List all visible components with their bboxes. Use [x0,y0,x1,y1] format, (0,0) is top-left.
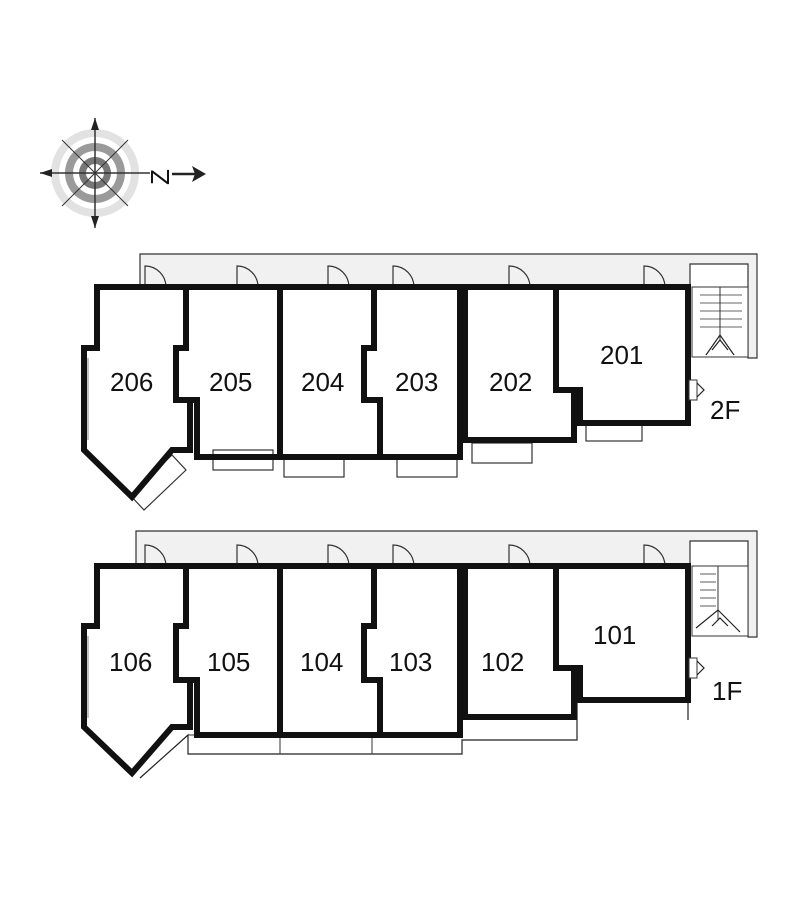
floor-1f: 106 105 104 103 102 101 1F [81,530,758,779]
unit-label-203: 203 [395,367,438,397]
floor-2f: 206 205 204 203 202 201 2F [81,253,758,511]
door-106 [144,544,167,567]
door-201 [643,265,666,288]
unit-label-204: 204 [301,367,344,397]
door-203 [392,265,415,288]
door-204 [327,265,350,288]
door-101 [643,544,666,567]
unit-label-201: 201 [600,340,643,370]
unit-203 [361,284,463,460]
floor-label-1f: 1F [712,676,742,706]
unit-101 [553,563,691,703]
corridor-1f [135,530,758,638]
corridor-2f [139,253,758,359]
door-104 [327,544,350,567]
door-102 [508,544,531,567]
terrace-1f [139,699,689,779]
door-202 [508,265,531,288]
north-arrow-icon [172,166,206,182]
stairs-1f [691,565,749,637]
unit-label-104: 104 [300,647,343,677]
unit-201 [553,284,691,426]
unit-103 [361,563,463,738]
unit-label-103: 103 [389,647,432,677]
unit-label-102: 102 [481,647,524,677]
door-105 [236,544,259,567]
unit-label-202: 202 [489,367,532,397]
door-205 [236,265,259,288]
unit-label-101: 101 [593,620,636,650]
meter-box-2f [688,379,698,401]
stairs-2f [691,286,749,358]
north-label: Z [145,169,175,185]
unit-label-206: 206 [110,367,153,397]
door-103 [392,544,415,567]
compass-rose-icon [40,118,150,228]
door-206 [144,265,167,288]
meter-box-1f [688,657,698,679]
unit-label-205: 205 [209,367,252,397]
unit-label-106: 106 [109,647,152,677]
unit-label-105: 105 [207,647,250,677]
balcony-202 [471,442,533,464]
floor-label-2f: 2F [710,395,740,425]
